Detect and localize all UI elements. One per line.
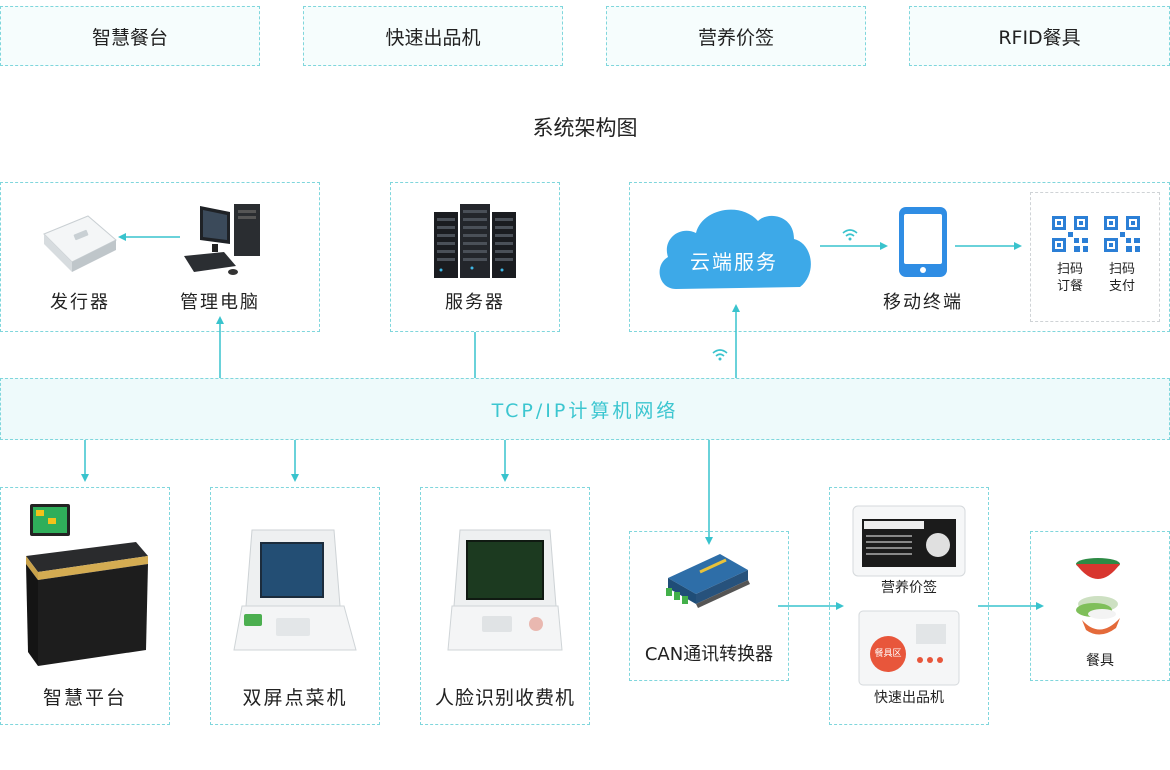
scan-order-label: 扫码 订餐 [1050, 261, 1090, 295]
tab-label: 营养价签 [697, 26, 774, 49]
network-bar: TCP/IP计算机网络 [0, 378, 1170, 440]
dispenser-label: 快速出品机 [874, 690, 944, 706]
qr-code-icon [1052, 216, 1088, 252]
dispenser-logo-text: 餐具区 [874, 649, 902, 659]
scan-pay-label: 扫码 支付 [1102, 261, 1142, 295]
quick-dispenser-icon [858, 610, 960, 686]
tab-label: RFID餐具 [998, 26, 1081, 49]
wifi-icon [712, 349, 728, 361]
mobile-phone-icon [899, 207, 947, 277]
tableware-bowls-icon [1076, 558, 1120, 635]
scan-order-line2: 订餐 [1056, 279, 1083, 294]
dual-screen-label: 双屏点菜机 [242, 687, 348, 709]
group-face-pay [420, 487, 590, 725]
face-recognition-terminal-icon [447, 529, 563, 651]
group-server [390, 182, 560, 332]
tab-label: 智慧餐台 [91, 26, 168, 49]
card-issuer-icon [43, 215, 117, 272]
wifi-icon [842, 229, 858, 241]
cloud-label: 云端服务 [690, 250, 778, 274]
tab-dispenser[interactable]: 快速出品机 [303, 6, 563, 66]
price-tag-label: 营养价签 [881, 580, 937, 596]
scan-pay-line2: 支付 [1108, 279, 1135, 294]
qr-code-icon [1104, 216, 1140, 252]
dual-screen-terminal-icon [233, 529, 357, 651]
tab-rfid-tableware[interactable]: RFID餐具 [909, 6, 1170, 66]
tab-label: 快速出品机 [385, 26, 481, 49]
network-label: TCP/IP计算机网络 [491, 399, 679, 422]
pc-label: 管理电脑 [180, 292, 260, 313]
issuer-label: 发行器 [50, 292, 110, 313]
scan-order-line1: 扫码 [1056, 262, 1083, 277]
scan-pay-line1: 扫码 [1108, 262, 1135, 277]
smart-platform-icon [26, 504, 148, 666]
tab-smart-table[interactable]: 智慧餐台 [0, 6, 260, 66]
cloud-icon [659, 209, 811, 289]
nutrition-price-tag-icon [852, 505, 966, 577]
platform-label: 智慧平台 [42, 687, 127, 709]
server-rack-icon [434, 204, 516, 278]
mobile-label: 移动终端 [883, 292, 963, 313]
group-dual-screen [210, 487, 380, 725]
group-scan [1030, 192, 1160, 322]
group-management [0, 182, 320, 332]
tableware-label: 餐具 [1086, 653, 1114, 669]
face-pay-label: 人脸识别收费机 [434, 687, 575, 709]
server-label: 服务器 [445, 292, 505, 313]
desktop-computer-icon [184, 204, 260, 275]
can-label: CAN通讯转换器 [644, 644, 774, 665]
diagram-title: 系统架构图 [532, 116, 638, 140]
can-converter-icon [666, 554, 750, 608]
group-platform [0, 487, 170, 725]
tab-price-tag[interactable]: 营养价签 [606, 6, 866, 66]
